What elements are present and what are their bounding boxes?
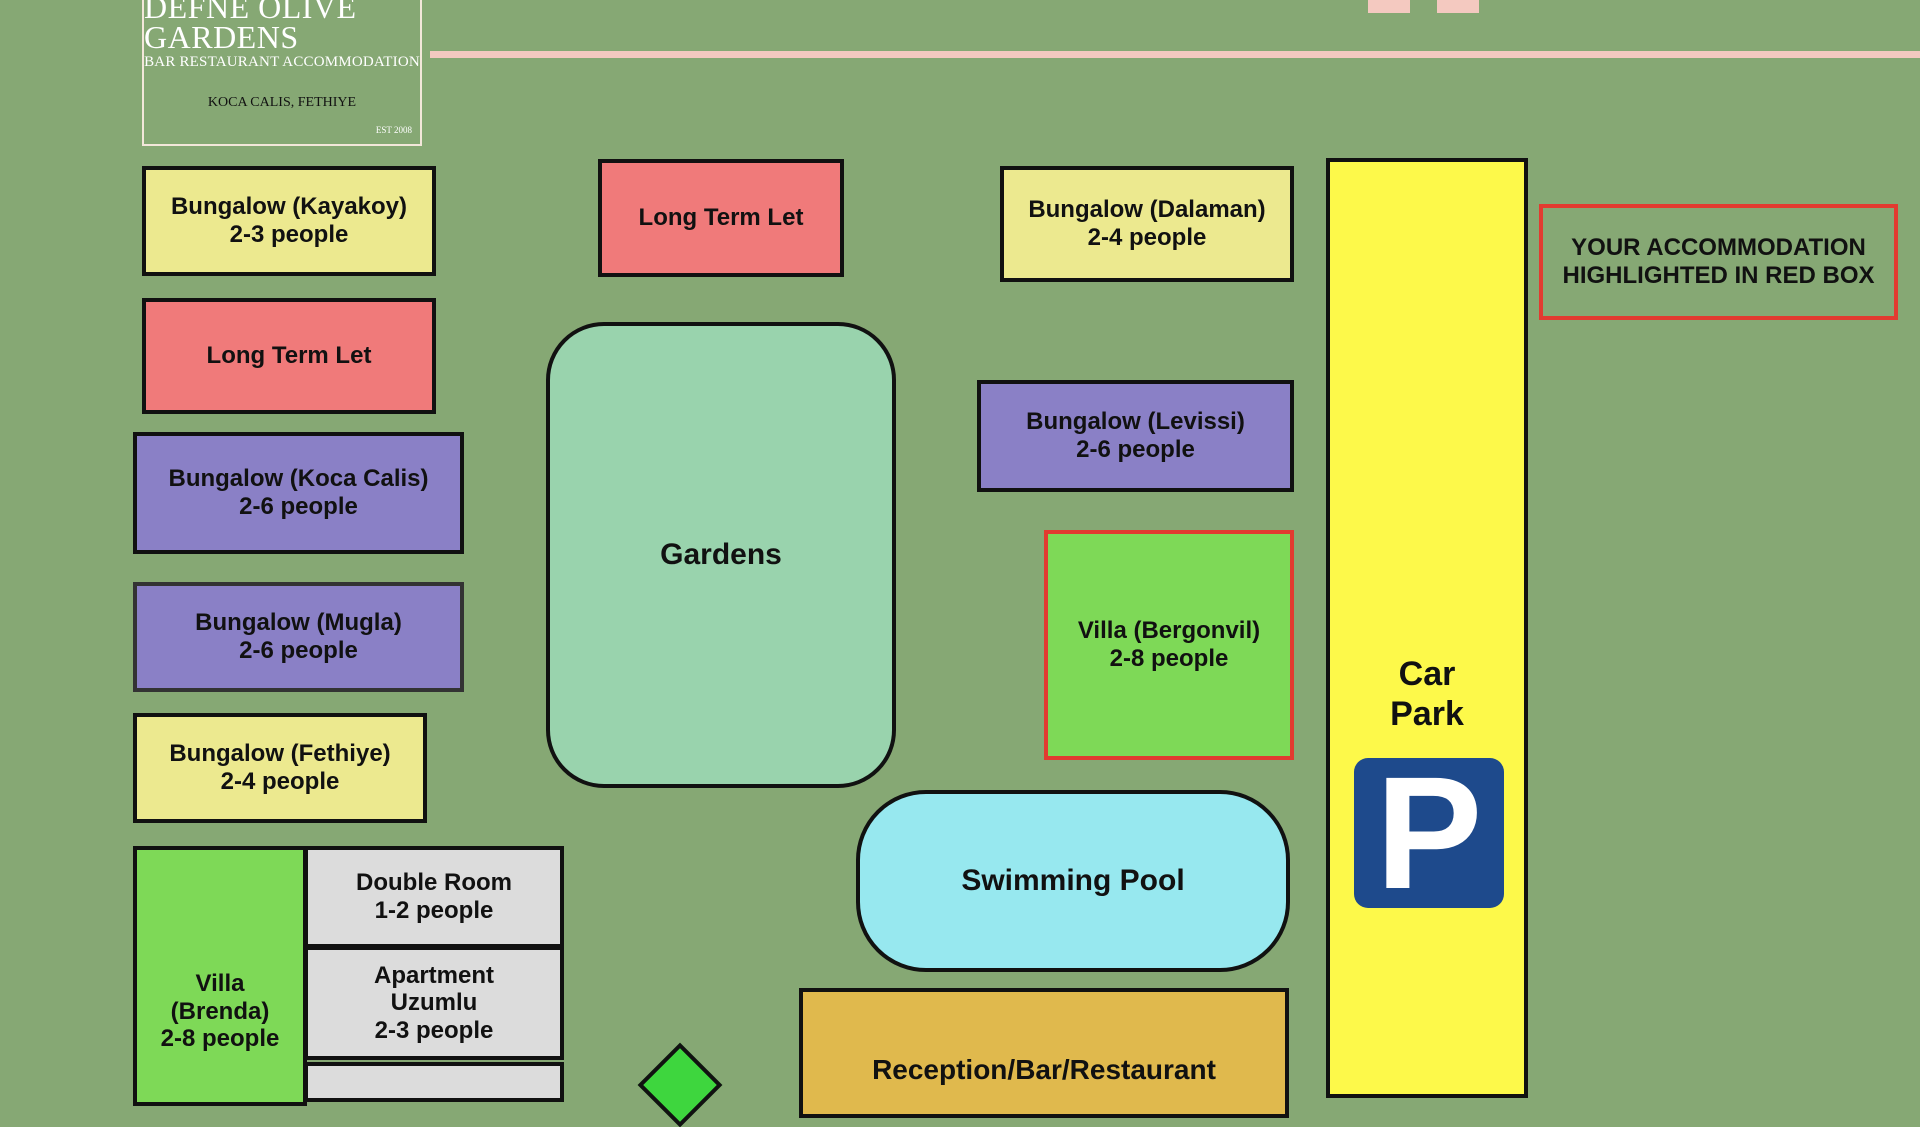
unit-name: Villa (Bergonvil): [1077, 617, 1261, 645]
unit-capacity: 2-6 people: [239, 637, 358, 664]
unit-name-line2: (Brenda): [170, 997, 270, 1025]
unit-name-line1: Villa: [195, 970, 245, 997]
unit-villa-brenda[interactable]: Villa (Brenda) 2-8 people: [133, 846, 307, 1106]
car-park: Car Park P: [1326, 158, 1528, 1098]
parking-icon: P: [1354, 753, 1504, 913]
unit-partial[interactable]: [304, 1062, 564, 1102]
unit-long-term-let-left[interactable]: Long Term Let: [142, 298, 436, 414]
unit-bungalow-fethiye[interactable]: Bungalow (Fethiye) 2-4 people: [133, 713, 427, 823]
road-line: [430, 51, 1920, 58]
unit-name: Long Term Let: [638, 204, 804, 232]
legend-line1: YOUR ACCOMMODATION: [1571, 234, 1866, 262]
unit-long-term-let-top[interactable]: Long Term Let: [598, 159, 844, 277]
unit-capacity: 2-3 people: [229, 221, 349, 248]
legend-line2: HIGHLIGHTED IN RED BOX: [1562, 262, 1875, 289]
unit-capacity: 2-8 people: [1109, 645, 1229, 672]
reception-label: Reception/Bar/Restaurant: [872, 1054, 1216, 1085]
car-park-label: Car Park: [1330, 654, 1524, 734]
unit-bungalow-mugla[interactable]: Bungalow (Mugla) 2-6 people: [133, 582, 464, 692]
car-park-label-line1: Car: [1398, 655, 1456, 693]
unit-bungalow-levissi[interactable]: Bungalow (Levissi) 2-6 people: [977, 380, 1294, 492]
unit-bungalow-koca-calis[interactable]: Bungalow (Koca Calis) 2-6 people: [133, 432, 464, 554]
unit-capacity: 2-3 people: [374, 1016, 494, 1044]
swimming-pool: Swimming Pool: [856, 790, 1290, 972]
logo-location: KOCA CALIS, FETHIYE: [207, 95, 357, 110]
gardens-label: Gardens: [660, 538, 782, 571]
pool-label: Swimming Pool: [961, 864, 1185, 897]
unit-villa-bergonvil-highlighted[interactable]: Villa (Bergonvil) 2-8 people: [1044, 530, 1294, 760]
car-park-label-line2: Park: [1390, 695, 1464, 733]
reception-bar-restaurant[interactable]: Reception/Bar/Restaurant: [799, 988, 1289, 1118]
parking-symbol: P: [1375, 743, 1483, 922]
logo-established: EST 2008: [375, 125, 412, 135]
unit-name: Bungalow (Levissi): [1026, 408, 1245, 436]
unit-name: Bungalow (Dalaman): [1028, 196, 1266, 224]
unit-name: Double Room: [356, 869, 512, 897]
logo: DEFNE OLIVE GARDENS BAR RESTAURANT ACCOM…: [142, 0, 422, 146]
gardens-area: Gardens: [546, 322, 896, 788]
unit-name: Bungalow (Fethiye): [169, 740, 391, 768]
unit-double-room[interactable]: Double Room 1-2 people: [304, 846, 564, 948]
unit-bungalow-dalaman[interactable]: Bungalow (Dalaman) 2-4 people: [1000, 166, 1294, 282]
unit-name: Bungalow (Mugla): [195, 609, 402, 637]
unit-name: Bungalow (Koca Calis): [168, 465, 429, 493]
unit-apartment-uzumlu[interactable]: Apartment Uzumlu 2-3 people: [304, 946, 564, 1060]
legend-note: YOUR ACCOMMODATION HIGHLIGHTED IN RED BO…: [1539, 204, 1898, 320]
unit-capacity: 2-6 people: [1076, 436, 1195, 463]
road-marker: [1368, 0, 1410, 13]
unit-capacity: 2-4 people: [1087, 224, 1207, 251]
logo-name: DEFNE OLIVE GARDENS: [144, 0, 357, 55]
unit-capacity: 2-8 people: [160, 1025, 280, 1053]
road-marker: [1437, 0, 1479, 13]
unit-capacity: 2-6 people: [239, 493, 358, 520]
unit-name-line1: Apartment: [373, 961, 494, 989]
unit-capacity: 2-4 people: [220, 768, 340, 795]
logo-tagline: BAR RESTAURANT ACCOMMODATION: [144, 54, 420, 70]
unit-capacity: 1-2 people: [374, 897, 494, 924]
unit-name-line2: Uzumlu: [390, 989, 478, 1017]
unit-name: Bungalow (Kayakoy): [170, 193, 408, 221]
unit-name: Long Term Let: [206, 342, 372, 370]
unit-bungalow-kayakoy[interactable]: Bungalow (Kayakoy) 2-3 people: [142, 166, 436, 276]
entrance-marker-icon: [637, 1042, 723, 1127]
